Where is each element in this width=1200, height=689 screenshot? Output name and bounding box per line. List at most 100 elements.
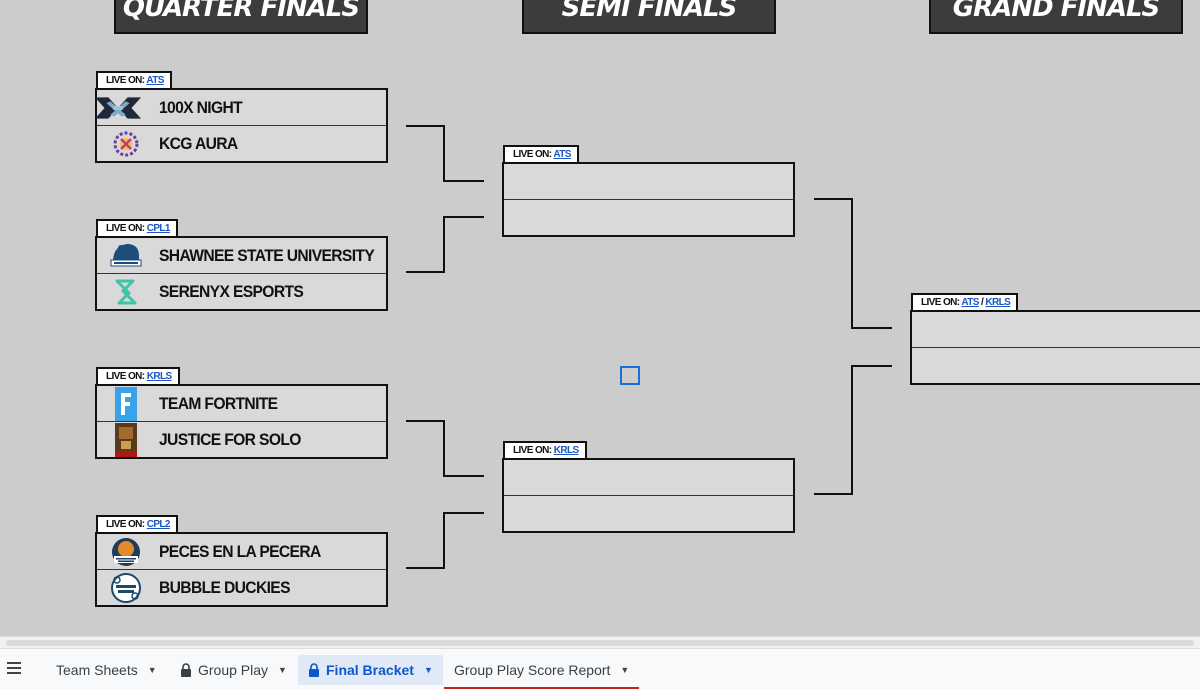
team-slot-empty[interactable]: [912, 312, 1200, 348]
team-name: JUSTICE FOR SOLO: [159, 430, 301, 449]
team-slot[interactable]: SERENYX ESPORTS: [97, 274, 386, 310]
team-name: SHAWNEE STATE UNIVERSITY: [159, 246, 375, 265]
tab-color-indicator: [444, 687, 640, 689]
bracket-line: [443, 420, 445, 477]
team-slot-empty[interactable]: [912, 348, 1200, 384]
bracket-line: [851, 365, 853, 495]
match-sf1: [502, 162, 795, 237]
tab-label: Team Sheets: [56, 662, 138, 678]
horizontal-scrollbar[interactable]: [0, 636, 1200, 648]
bracket-line: [851, 327, 892, 329]
team-slot-empty[interactable]: [504, 200, 793, 236]
tab-final-bracket[interactable]: Final Bracket ▼: [298, 655, 443, 685]
live-tag-qf3: LIVE ON: KRLS: [96, 367, 180, 385]
bracket-line: [443, 125, 445, 182]
chevron-down-icon[interactable]: ▼: [278, 665, 287, 675]
chevron-down-icon[interactable]: ▼: [620, 665, 630, 675]
chevron-down-icon[interactable]: ▼: [423, 665, 433, 675]
kcg-aura-logo-icon: [109, 128, 143, 160]
bracket-line: [406, 420, 445, 422]
team-name: 100X NIGHT: [159, 98, 243, 117]
match-qf4: PECES EN LA PECERA BUBBLE DUCKIES: [95, 532, 388, 607]
sheet-tabs-bar: Team Sheets ▼ Group Play ▼ Final Bracket…: [0, 648, 1200, 689]
live-label: LIVE ON:: [106, 371, 147, 382]
channel-separator: /: [978, 297, 986, 308]
channel-link[interactable]: CPL1: [146, 223, 171, 234]
team-slot[interactable]: PECES EN LA PECERA: [97, 534, 386, 570]
bracket-line: [851, 198, 853, 329]
live-label: LIVE ON:: [106, 519, 147, 530]
bracket-line: [406, 567, 445, 569]
tab-team-sheets[interactable]: Team Sheets ▼: [46, 655, 167, 685]
team-slot[interactable]: TEAM FORTNITE: [97, 386, 386, 422]
live-tag-qf1: LIVE ON: ATS: [96, 71, 172, 89]
team-name: SERENYX ESPORTS: [159, 282, 304, 301]
tab-label: Group Play: [198, 662, 269, 678]
justice-for-solo-logo-icon: [109, 423, 143, 457]
tab-label: Final Bracket: [326, 662, 414, 678]
selected-cell[interactable]: [620, 366, 640, 385]
live-tag-gf: LIVE ON: ATS / KRLS: [911, 293, 1019, 311]
team-slot[interactable]: BUBBLE DUCKIES: [97, 570, 386, 606]
tab-label: Group Play Score Report: [454, 662, 611, 678]
grand-finals-header: GRAND FINALS: [929, 0, 1183, 34]
team-slot[interactable]: KCG AURA: [97, 126, 386, 162]
bubble-duckies-logo-icon: [109, 572, 143, 604]
lock-icon: [308, 663, 320, 677]
bracket-line: [443, 475, 484, 477]
channel-link-a[interactable]: ATS: [961, 297, 979, 308]
bracket-line: [406, 271, 445, 273]
team-name: KCG AURA: [159, 134, 238, 153]
channel-link[interactable]: ATS: [146, 75, 164, 86]
live-label: LIVE ON:: [106, 75, 147, 86]
team-name: PECES EN LA PECERA: [159, 542, 321, 561]
team-slot-empty[interactable]: [504, 496, 793, 532]
bracket-line: [443, 512, 445, 569]
channel-link[interactable]: KRLS: [146, 371, 172, 382]
match-qf3: TEAM FORTNITE JUSTICE FOR SOLO: [95, 384, 388, 459]
live-tag-qf2: LIVE ON: CPL1: [96, 219, 178, 237]
tab-group-play[interactable]: Group Play ▼: [170, 655, 297, 685]
live-label: LIVE ON:: [513, 445, 554, 456]
chevron-down-icon[interactable]: ▼: [147, 665, 157, 675]
match-qf2: SHAWNEE STATE UNIVERSITY SERENYX ESPORTS: [95, 236, 388, 311]
team-slot-empty[interactable]: [504, 460, 793, 496]
bracket-line: [406, 125, 445, 127]
team-name: TEAM FORTNITE: [159, 394, 278, 413]
lock-icon: [180, 663, 192, 677]
tab-group-play-score-report[interactable]: Group Play Score Report ▼: [444, 655, 640, 689]
match-sf2: [502, 458, 795, 533]
live-label: LIVE ON:: [106, 223, 147, 234]
channel-link[interactable]: CPL2: [146, 519, 171, 530]
fortnite-f-logo-icon: [109, 387, 143, 421]
team-slot[interactable]: 100X NIGHT: [94, 90, 386, 126]
bracket-line: [443, 216, 484, 218]
live-tag-qf4: LIVE ON: CPL2: [96, 515, 178, 533]
channel-link[interactable]: KRLS: [553, 445, 579, 456]
peces-logo-icon: [109, 536, 143, 568]
live-tag-sf2: LIVE ON: KRLS: [503, 441, 587, 459]
live-tag-sf1: LIVE ON: ATS: [503, 145, 579, 163]
semi-finals-header: SEMI FINALS: [522, 0, 776, 34]
team-name: BUBBLE DUCKIES: [159, 578, 291, 597]
shawnee-bear-logo-icon: [109, 240, 143, 272]
team-slot[interactable]: JUSTICE FOR SOLO: [97, 422, 386, 458]
match-qf1: 100X NIGHT KCG AURA: [94, 88, 388, 163]
match-grand-final: [910, 310, 1200, 385]
scrollbar-thumb[interactable]: [6, 640, 1194, 646]
bracket-line: [814, 198, 853, 200]
bracket-line: [443, 216, 445, 273]
all-sheets-menu-icon[interactable]: [4, 657, 26, 679]
channel-link-b[interactable]: KRLS: [985, 297, 1011, 308]
team-slot[interactable]: SHAWNEE STATE UNIVERSITY: [97, 238, 386, 274]
bracket-line: [814, 493, 853, 495]
serenyx-logo-icon: [109, 276, 143, 308]
bracket-line: [851, 365, 892, 367]
bracket-line: [443, 512, 484, 514]
live-label: LIVE ON:: [921, 297, 962, 308]
100x-logo-icon: [94, 92, 143, 124]
live-label: LIVE ON:: [513, 149, 554, 160]
team-slot-empty[interactable]: [504, 164, 793, 200]
channel-link[interactable]: ATS: [553, 149, 571, 160]
quarter-finals-header: QUARTER FINALS: [114, 0, 368, 34]
